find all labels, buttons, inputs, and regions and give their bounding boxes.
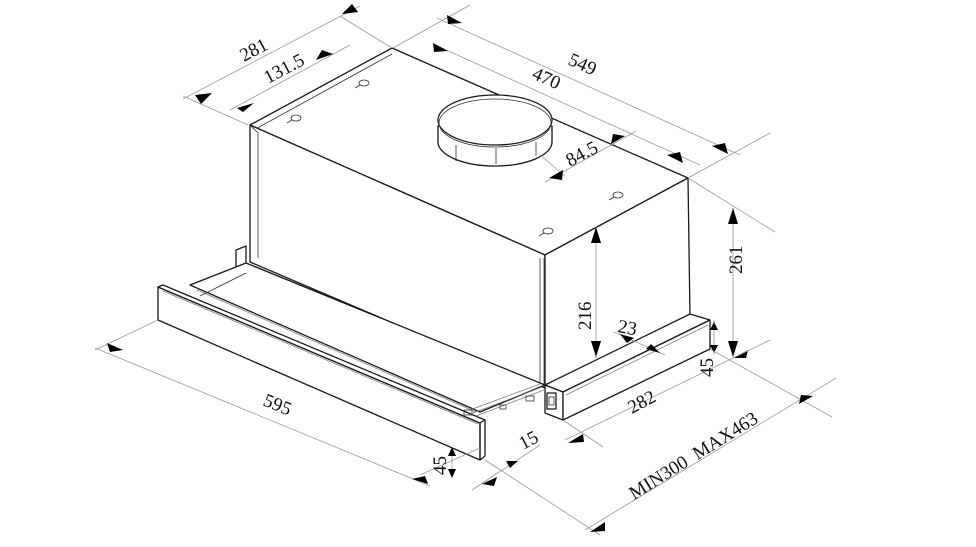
- keyhole-icon: [608, 191, 624, 201]
- dim-total-height: 261: [726, 246, 747, 275]
- dim-extension-range: MIN300 MAX463: [626, 408, 762, 504]
- telescopic-drawer: [157, 262, 546, 461]
- dimension-lines: [94, 4, 837, 536]
- dim-front-offset: 23: [616, 316, 638, 340]
- dim-body-height: 216: [575, 302, 596, 331]
- dim-front-panel-width: 595: [260, 390, 294, 420]
- exhaust-collar: [437, 94, 553, 167]
- dim-front-panel-height: 45: [430, 456, 451, 475]
- dim-total-width: 549: [565, 49, 600, 80]
- dim-rear-strip-depth: 282: [624, 386, 659, 418]
- keyhole-icon: [354, 79, 370, 89]
- dim-vent-offset-depth: 131.5: [260, 50, 308, 89]
- dim-front-panel-thickness: 15: [515, 427, 542, 454]
- dim-rear-strip-height: 45: [697, 358, 718, 377]
- dim-total-depth: 281: [236, 34, 271, 66]
- rear-strip: [544, 313, 711, 421]
- switch-icon: [546, 392, 557, 410]
- mounting-holes: [286, 79, 624, 237]
- keyhole-icon: [538, 227, 554, 237]
- keyhole-icon: [286, 114, 302, 124]
